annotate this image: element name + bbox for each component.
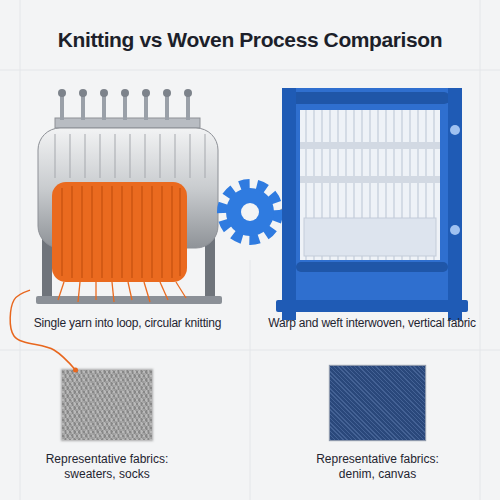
knitting-machine [36, 89, 222, 304]
yarn-rib [151, 186, 152, 278]
heddle-beam [300, 176, 440, 183]
weaving-loom-node: Warp and weft interwoven, vertical fabri… [282, 88, 462, 308]
rib [130, 134, 131, 178]
yarn-rib [71, 186, 72, 278]
spindle [102, 95, 106, 120]
woven-cloth [304, 218, 436, 256]
yarn-rib [121, 186, 122, 278]
yarn-strand [128, 282, 132, 300]
rib [145, 134, 146, 178]
machine-leg [205, 238, 215, 300]
yarn-rib [141, 186, 142, 278]
rib [115, 134, 116, 178]
rib [160, 134, 161, 178]
yarn-rib [179, 188, 180, 276]
needle-bar [55, 118, 200, 128]
spindle-knob [121, 89, 129, 97]
rib [55, 134, 56, 178]
machine-base [36, 296, 222, 304]
gear-body [226, 188, 274, 236]
yarn-rib [171, 186, 172, 278]
spindle [81, 95, 85, 120]
yarn-rib [111, 186, 112, 278]
gear-teeth [223, 185, 277, 239]
grid-line [250, 260, 251, 500]
spindle [60, 95, 64, 120]
spindle-knob [163, 89, 171, 97]
rib [85, 134, 86, 178]
yarn-ribs [62, 186, 180, 278]
spindle [186, 95, 190, 120]
rib [175, 134, 176, 178]
heddle-beam [300, 142, 440, 149]
loom-knob [450, 225, 460, 235]
machine-leg [42, 238, 52, 300]
gear-hole [241, 203, 259, 221]
yarn-rib [91, 186, 92, 278]
rib [100, 134, 101, 178]
cylinder-ribs [55, 134, 205, 178]
weaving-loom [276, 88, 468, 320]
spindle [165, 95, 169, 120]
fabric-caption: Representative fabrics: sweaters, socks [32, 452, 182, 482]
rib [190, 134, 191, 178]
spindle-knob [58, 89, 66, 97]
spindle-knob [142, 89, 150, 97]
fabric-caption: Representative fabrics: denim, canvas [303, 452, 453, 482]
loom-post [448, 88, 462, 320]
loom-panel [300, 110, 440, 260]
spindle-knob [184, 89, 192, 97]
rib [70, 134, 71, 178]
yarn-rib [81, 186, 82, 278]
yarn-strand [112, 282, 114, 302]
spindle [123, 95, 127, 120]
gear-symbol [223, 185, 277, 239]
cloth-roller [296, 262, 448, 272]
spindle-knob [100, 89, 108, 97]
grid-line [0, 70, 500, 71]
diagram-title: Knitting vs Woven Process Comparison [0, 28, 500, 52]
yarn-rib [131, 186, 132, 278]
yarn-end-dot [73, 368, 78, 373]
yarn-strand [95, 282, 96, 300]
denim-fabric-swatch: Representative fabrics: denim, canvas [330, 366, 425, 440]
spindles [60, 95, 190, 120]
knit-fabric-swatch: Representative fabrics: sweaters, socks [62, 370, 152, 440]
yarn-strand [58, 282, 64, 300]
process-caption: Warp and weft interwoven, vertical fabri… [254, 316, 490, 331]
edge-group [10, 290, 78, 372]
spindle-knobs [58, 89, 192, 97]
top-roller [290, 92, 450, 104]
knitting-machine-node: Single yarn into loop, circular knitting [30, 85, 225, 308]
yarn-rib [61, 188, 62, 276]
yarn-rib [101, 186, 102, 278]
yarn-strand [78, 282, 80, 302]
yarn-rib [161, 186, 162, 278]
yarn-strand [160, 282, 168, 300]
yarn-leader [10, 290, 75, 370]
yarn-strands [58, 282, 186, 302]
yarn-strand [144, 282, 150, 302]
grid-line [480, 0, 481, 500]
rib [205, 134, 206, 178]
loom-base [276, 300, 468, 312]
orange-yarn-roll [52, 182, 187, 282]
grid-line [20, 0, 21, 500]
yarn-strand [176, 282, 186, 298]
loom-knob [450, 125, 460, 135]
loom-frame [282, 88, 462, 308]
spindle-knob [79, 89, 87, 97]
loom-post [282, 88, 296, 320]
spindle [144, 95, 148, 120]
process-caption: Single yarn into loop, circular knitting [3, 316, 253, 331]
